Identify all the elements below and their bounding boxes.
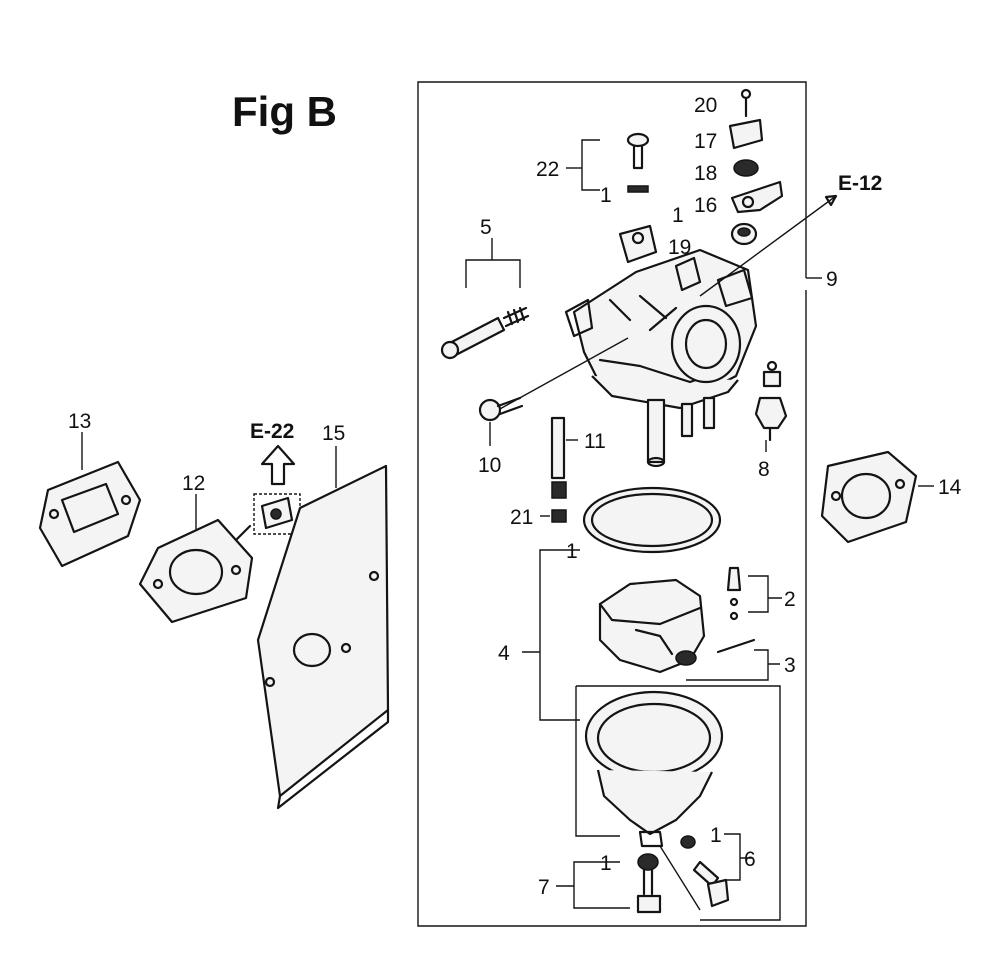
bracket-4 <box>522 549 580 721</box>
part-3-float-pin <box>686 638 780 681</box>
callout-7: 7 <box>538 876 550 899</box>
part-6-drain-screw <box>680 833 752 908</box>
callout-8: 8 <box>758 458 770 481</box>
callout-12: 12 <box>182 472 205 495</box>
callout-17: 17 <box>694 130 717 153</box>
callout-22: 22 <box>536 158 559 181</box>
callout-2: 2 <box>784 588 796 611</box>
part-10-screw <box>478 396 524 446</box>
part-1-o-ring <box>582 486 722 554</box>
callout-1-drain: 1 <box>710 824 722 847</box>
part-12-gasket <box>138 494 254 624</box>
part-2-float-valve <box>726 566 782 621</box>
callout-3: 3 <box>784 654 796 677</box>
callout-1-top: 1 <box>672 204 684 227</box>
callout-21: 21 <box>510 506 533 529</box>
callout-18: 18 <box>694 162 717 185</box>
callout-5: 5 <box>480 216 492 239</box>
part-8-needle <box>754 360 788 452</box>
part-7-drain-bolt <box>556 853 662 914</box>
bowl-frame <box>575 685 781 921</box>
part-13-gasket <box>38 432 142 568</box>
assembly-frame <box>417 81 807 927</box>
reference-e12: E-12 <box>838 172 882 195</box>
figure-title: Fig B <box>232 88 337 135</box>
callout-13: 13 <box>68 410 91 433</box>
callout-20: 20 <box>694 94 717 117</box>
float <box>598 578 706 674</box>
callout-14: 14 <box>938 476 962 499</box>
callout-16: 16 <box>694 194 717 217</box>
float-bowl <box>584 690 724 911</box>
part-5-pilot-screw <box>440 238 530 360</box>
callout-11: 11 <box>584 430 606 453</box>
callout-10: 10 <box>478 454 501 477</box>
reference-e22: E-22 <box>250 420 294 443</box>
callout-1-screw: 1 <box>600 184 612 207</box>
callout-19: 19 <box>668 236 691 259</box>
callout-4: 4 <box>498 642 510 665</box>
callout-1-bolt: 1 <box>600 852 612 875</box>
e22-reference: E-22 <box>250 420 301 535</box>
part-11-main-jet <box>540 416 578 523</box>
callout-15: 15 <box>322 422 345 445</box>
callout-1-oring: 1 <box>566 540 578 563</box>
callout-6: 6 <box>744 848 756 871</box>
part-14-gasket <box>820 450 934 544</box>
part-22-screw <box>566 132 650 193</box>
callout-9: 9 <box>826 268 838 291</box>
leader-e12 <box>699 195 837 297</box>
part-15-plate <box>256 446 390 810</box>
choke-stack <box>728 88 784 246</box>
